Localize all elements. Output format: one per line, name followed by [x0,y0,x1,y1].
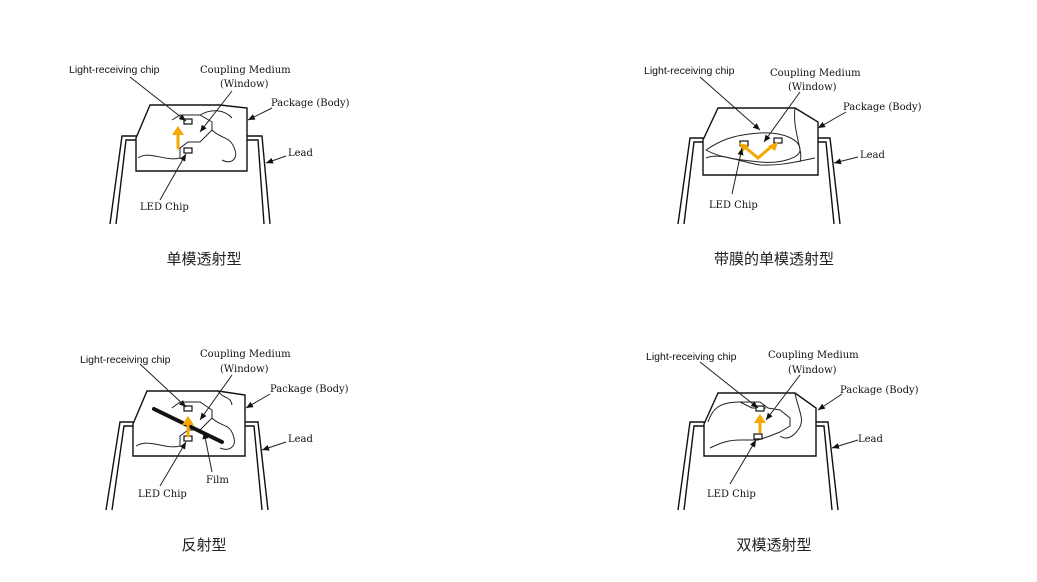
lead-pins [677,137,841,225]
label-led-chip: LED Chip [140,202,189,213]
lead-pins [109,135,271,225]
label-coupling-medium: Coupling Medium [200,65,291,76]
light-path-arrow [754,414,766,434]
label-lead: Lead [288,434,314,445]
label-package: Package (Body) [840,385,919,396]
package-body [135,104,248,172]
label-window: (Window) [220,79,269,90]
panel-caption: 反射型 [181,536,226,554]
light-path-arrow [739,142,778,160]
light-receiving-chip [773,137,783,144]
light-receiving-chip [183,118,193,125]
label-light-receiving-chip: Light-receiving chip [646,351,737,363]
light-receiving-chip [755,405,765,412]
label-window: (Window) [788,82,837,93]
light-path-arrow [182,416,194,438]
label-package: Package (Body) [270,384,349,395]
panel-double-transmissive: Light-receiving chip Coupling Medium (Wi… [646,350,919,554]
label-led-chip: LED Chip [138,489,187,500]
label-light-receiving-chip: Light-receiving chip [80,354,171,366]
led-chip [183,147,193,154]
panel-reflective: Light-receiving chip Coupling Medium (Wi… [80,349,349,554]
label-lead: Lead [858,434,884,445]
panel-caption: 带膜的单模透射型 [714,250,834,268]
label-window: (Window) [788,365,837,376]
panel-caption: 双模透射型 [736,536,811,554]
panel-single-transmissive: Light-receiving chip Coupling Medium (Wi… [69,64,350,268]
label-coupling-medium: Coupling Medium [200,349,291,360]
label-lead: Lead [288,148,314,159]
label-window: (Window) [220,364,269,375]
label-light-receiving-chip: Light-receiving chip [644,65,735,77]
label-package: Package (Body) [271,98,350,109]
panel-caption: 单模透射型 [166,250,241,268]
label-light-receiving-chip: Light-receiving chip [69,64,160,76]
label-lead: Lead [860,150,886,161]
light-receiving-chip [183,405,193,412]
lead-pins [105,421,269,511]
label-coupling-medium: Coupling Medium [768,350,859,361]
label-led-chip: LED Chip [707,489,756,500]
label-coupling-medium: Coupling Medium [770,68,861,79]
label-film: Film [206,475,229,486]
panel-single-transmissive-film: Light-receiving chip Coupling Medium (Wi… [644,65,922,268]
label-package: Package (Body) [843,102,922,113]
light-path-arrow [172,126,184,150]
label-led-chip: LED Chip [709,200,758,211]
lead-pins [677,421,839,511]
led-chip [753,433,763,440]
coupling-medium [707,401,791,449]
